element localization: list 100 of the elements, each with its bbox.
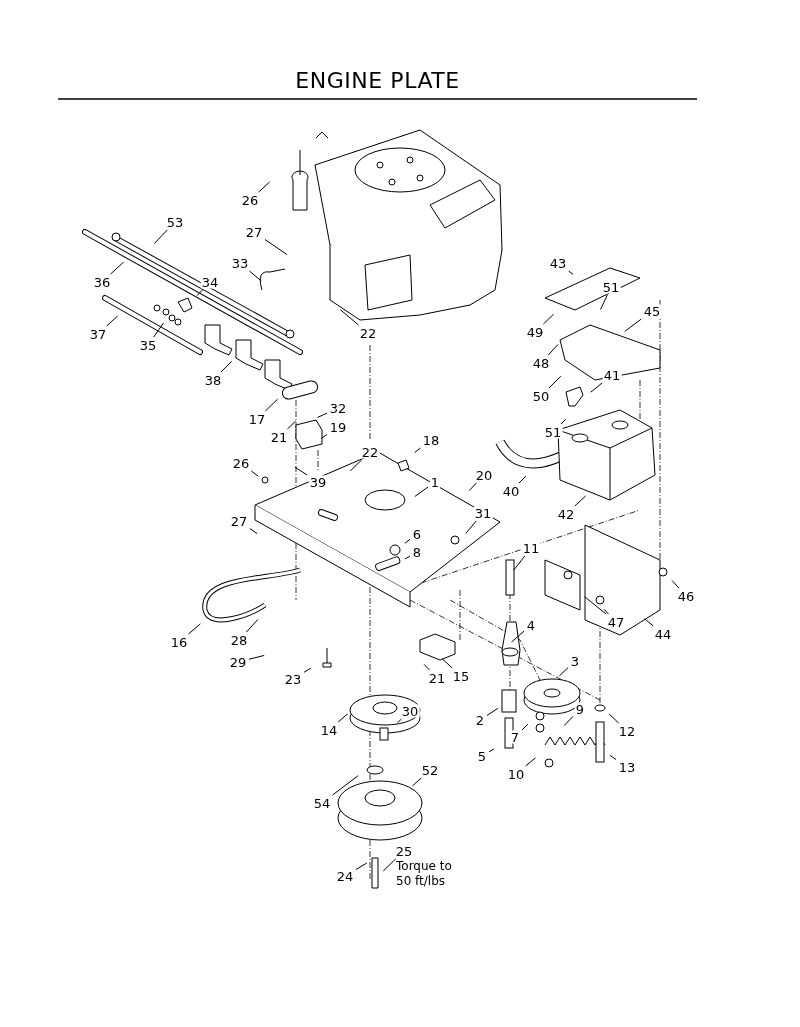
leader-line <box>468 482 477 492</box>
leader-line <box>563 715 574 727</box>
callout-number: 16 <box>169 635 189 649</box>
leader-line <box>414 447 421 453</box>
leader-line <box>609 754 617 760</box>
callout-number: 12 <box>617 724 637 738</box>
callout-number: 15 <box>451 669 471 683</box>
leader-line <box>603 608 609 615</box>
callout-number: 10 <box>506 767 526 781</box>
callout-number: 18 <box>421 433 441 447</box>
callout-number: 24 <box>335 869 355 883</box>
callout-number: 43 <box>548 256 568 270</box>
callout-number: 27 <box>229 514 249 528</box>
leader-line <box>411 777 422 787</box>
leader-line <box>106 315 119 327</box>
callout-number: 23 <box>283 672 303 686</box>
leader-line <box>264 239 288 256</box>
leader-line <box>548 375 562 389</box>
leader-line <box>220 360 233 373</box>
callout-number: 8 <box>411 545 423 559</box>
leader-line <box>316 412 328 418</box>
title: ENGINE PLATE <box>294 67 461 95</box>
callout-number: 51 <box>543 425 563 439</box>
callout-number: 26 <box>231 456 251 470</box>
leader-line <box>584 596 607 615</box>
leader-line <box>332 775 359 796</box>
leader-line <box>568 270 574 275</box>
callout-number: 3 <box>569 654 581 668</box>
callout-number: 50 <box>531 389 551 403</box>
callout-number: 44 <box>653 627 673 641</box>
callout-number: 1 <box>429 475 441 489</box>
leader-line <box>542 313 555 325</box>
leader-line <box>513 555 526 571</box>
leader-line <box>248 654 265 660</box>
leader-line <box>187 623 201 635</box>
callout-number: 35 <box>138 338 158 352</box>
callout-number: 25 <box>394 844 414 858</box>
leader-line <box>196 289 203 297</box>
callout-number: 7 <box>509 730 521 744</box>
callout-number: 38 <box>203 373 223 387</box>
callout-number: 30 <box>400 704 420 718</box>
leader-line <box>153 229 168 245</box>
leader-line <box>286 420 297 430</box>
callout-number: 52 <box>420 763 440 777</box>
leader-line <box>396 718 402 724</box>
callout-number: 22 <box>358 326 378 340</box>
callout-number: 17 <box>247 412 267 426</box>
leader-line <box>608 713 620 724</box>
callout-number: 19 <box>328 420 348 434</box>
callout-number: 4 <box>525 618 537 632</box>
callout-number: 54 <box>312 796 332 810</box>
callout-number: 2 <box>474 713 486 727</box>
leader-line <box>349 459 363 472</box>
leader-line <box>153 322 165 338</box>
leader-line <box>441 658 453 669</box>
callout-number: 13 <box>617 760 637 774</box>
leader-line <box>294 466 308 476</box>
callout-number: 28 <box>229 633 249 647</box>
callout-number: 29 <box>228 655 248 669</box>
callout-number: 42 <box>556 507 576 521</box>
leader-line <box>337 713 348 723</box>
leader-line <box>486 707 499 716</box>
leader-line <box>258 181 271 193</box>
leader-line <box>644 618 654 627</box>
leader-line <box>355 862 368 870</box>
leader-line <box>250 470 259 477</box>
leader-line <box>382 858 397 872</box>
callout-number: 48 <box>531 356 551 370</box>
leader-line <box>249 528 258 535</box>
callout-number: 32 <box>328 401 348 415</box>
callout-number: 47 <box>606 615 626 629</box>
callout-number: 45 <box>642 304 662 318</box>
callout-number: 6 <box>411 527 423 541</box>
callout-number: 5 <box>476 749 488 763</box>
callout-number: 51 <box>601 280 621 294</box>
leader-line <box>600 294 608 311</box>
leader-line <box>671 579 680 589</box>
leader-line <box>465 520 477 534</box>
leader-line <box>303 667 312 673</box>
callout-number: 21 <box>269 430 289 444</box>
leader-line <box>558 667 569 677</box>
leader-line <box>414 486 429 497</box>
callout-number: 34 <box>200 275 220 289</box>
callout-number: 11 <box>521 541 541 555</box>
leader-line <box>624 318 642 332</box>
leader-line <box>488 748 495 753</box>
leader-line <box>264 398 279 412</box>
callout-number: 37 <box>88 327 108 341</box>
leader-line <box>320 434 328 440</box>
callout-number: 41 <box>602 368 622 382</box>
callout-number: 14 <box>319 723 339 737</box>
callout-number: 22 <box>360 445 380 459</box>
callout-number: 53 <box>165 215 185 229</box>
leader-line <box>560 418 567 425</box>
leader-line <box>423 663 430 671</box>
leader-line <box>248 270 262 282</box>
callout-number: 49 <box>525 325 545 339</box>
leader-line <box>110 261 125 275</box>
leader-line <box>574 495 587 507</box>
leader-line <box>518 475 527 484</box>
